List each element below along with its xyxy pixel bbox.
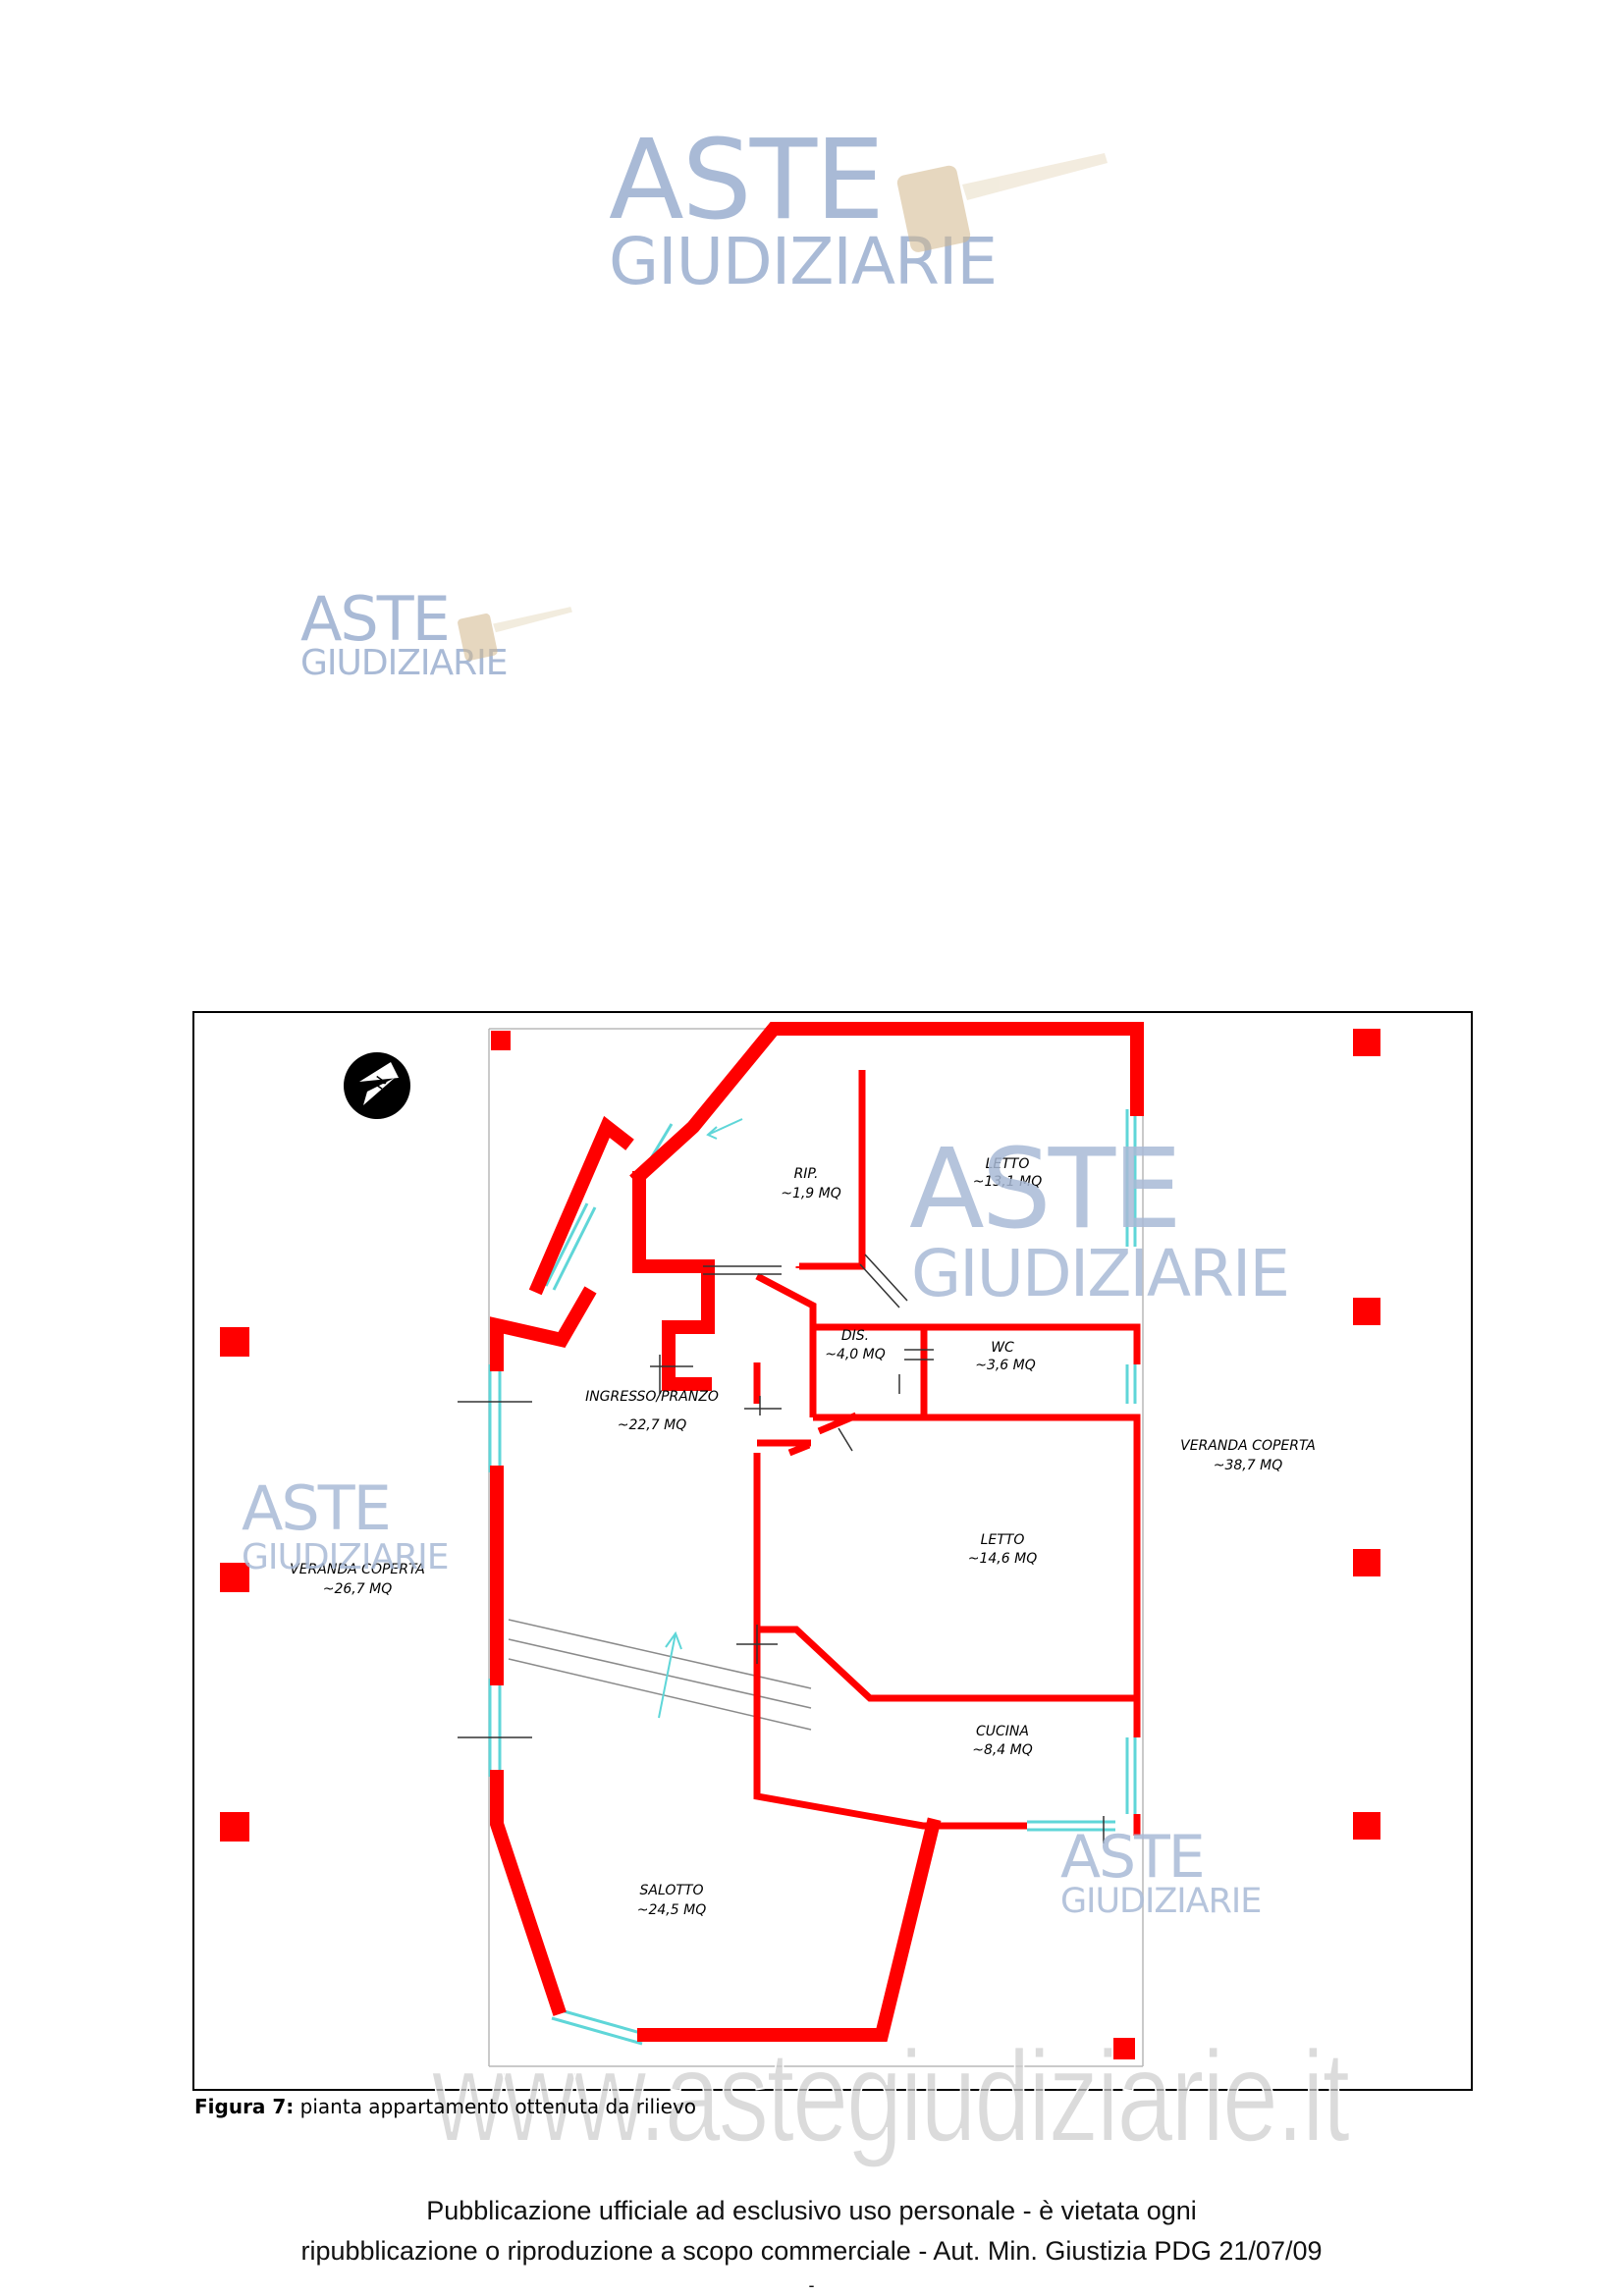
room-name: RIP. — [794, 1166, 819, 1182]
aste-giudiziarie-logo-plan-right: ASTE GIUDIZIARIE — [909, 1126, 1290, 1311]
logo-line1: ASTE — [909, 1126, 1179, 1254]
arrows — [658, 1118, 743, 1719]
gavel-icon — [896, 153, 1108, 252]
room-name: DIS. — [841, 1328, 869, 1344]
room-area: ~3,6 MQ — [975, 1358, 1036, 1373]
logo-line2: GIUDIZIARIE — [911, 1236, 1288, 1311]
gavel-icon — [458, 607, 572, 662]
floor-plan: N RIP. ~1,9 MQ LETTO ~13,1 MQ DIS. ~4,0 … — [192, 1011, 1473, 2091]
room-area: ~4,0 MQ — [825, 1347, 886, 1362]
caption-label: Figura 7: — [194, 2095, 295, 2118]
aste-giudiziarie-logo-plan-left: ASTE GIUDIZIARIE — [242, 1472, 449, 1577]
stair-lines — [508, 1619, 812, 1731]
plan-frame — [192, 1011, 1473, 2091]
logo-line2: GIUDIZIARIE — [1060, 1882, 1261, 1921]
room-area: ~22,7 MQ — [618, 1417, 686, 1433]
room-name: VERANDA COPERTA — [1180, 1438, 1316, 1454]
logo-line2: GIUDIZIARIE — [609, 224, 998, 299]
room-name: LETTO — [986, 1156, 1030, 1172]
caption-text: pianta appartamento ottenuta da rilievo — [294, 2095, 697, 2118]
logo-line1: ASTE — [609, 117, 885, 244]
walls — [490, 1022, 1144, 2042]
room-area: ~24,5 MQ — [637, 1902, 706, 1918]
north-arrow-icon: N — [344, 1052, 410, 1119]
room-name: WC — [991, 1340, 1014, 1356]
pillars — [220, 1029, 1380, 2059]
logo-line1: ASTE — [300, 583, 451, 655]
figure-caption: Figura 7: pianta appartamento ottenuta d… — [194, 2095, 696, 2118]
room-name: CUCINA — [976, 1724, 1029, 1739]
footer-line-3: - — [808, 2275, 815, 2295]
footer-line-2: ripubblicazione o riproduzione a scopo c… — [300, 2236, 1323, 2266]
footer-line-1: Pubblicazione ufficiale ad esclusivo uso… — [426, 2196, 1197, 2225]
aste-giudiziarie-logo-top: ASTE GIUDIZIARIE — [609, 117, 1108, 299]
room-area: ~26,7 MQ — [323, 1581, 392, 1597]
room-name: VERANDA COPERTA — [290, 1562, 425, 1577]
logo-line2: GIUDIZIARIE — [242, 1537, 448, 1577]
room-area: ~38,7 MQ — [1214, 1458, 1282, 1473]
logo-line1: ASTE — [242, 1472, 390, 1544]
door-marks — [458, 1254, 1105, 1843]
room-name: INGRESSO/PRANZO — [585, 1389, 719, 1405]
room-area: ~13,1 MQ — [973, 1174, 1042, 1190]
room-area: ~14,6 MQ — [968, 1551, 1037, 1567]
room-area: ~1,9 MQ — [781, 1186, 841, 1201]
logo-line2: GIUDIZIARIE — [300, 643, 508, 683]
room-area: ~8,4 MQ — [972, 1742, 1033, 1758]
logo-line1: ASTE — [1060, 1823, 1204, 1892]
aste-giudiziarie-logo-small: ASTE GIUDIZIARIE — [300, 583, 572, 683]
room-name: LETTO — [981, 1532, 1025, 1548]
windows — [488, 1109, 1137, 2046]
room-name: SALOTTO — [640, 1883, 704, 1898]
aste-giudiziarie-logo-plan-bottom: ASTE GIUDIZIARIE — [1060, 1823, 1262, 1921]
